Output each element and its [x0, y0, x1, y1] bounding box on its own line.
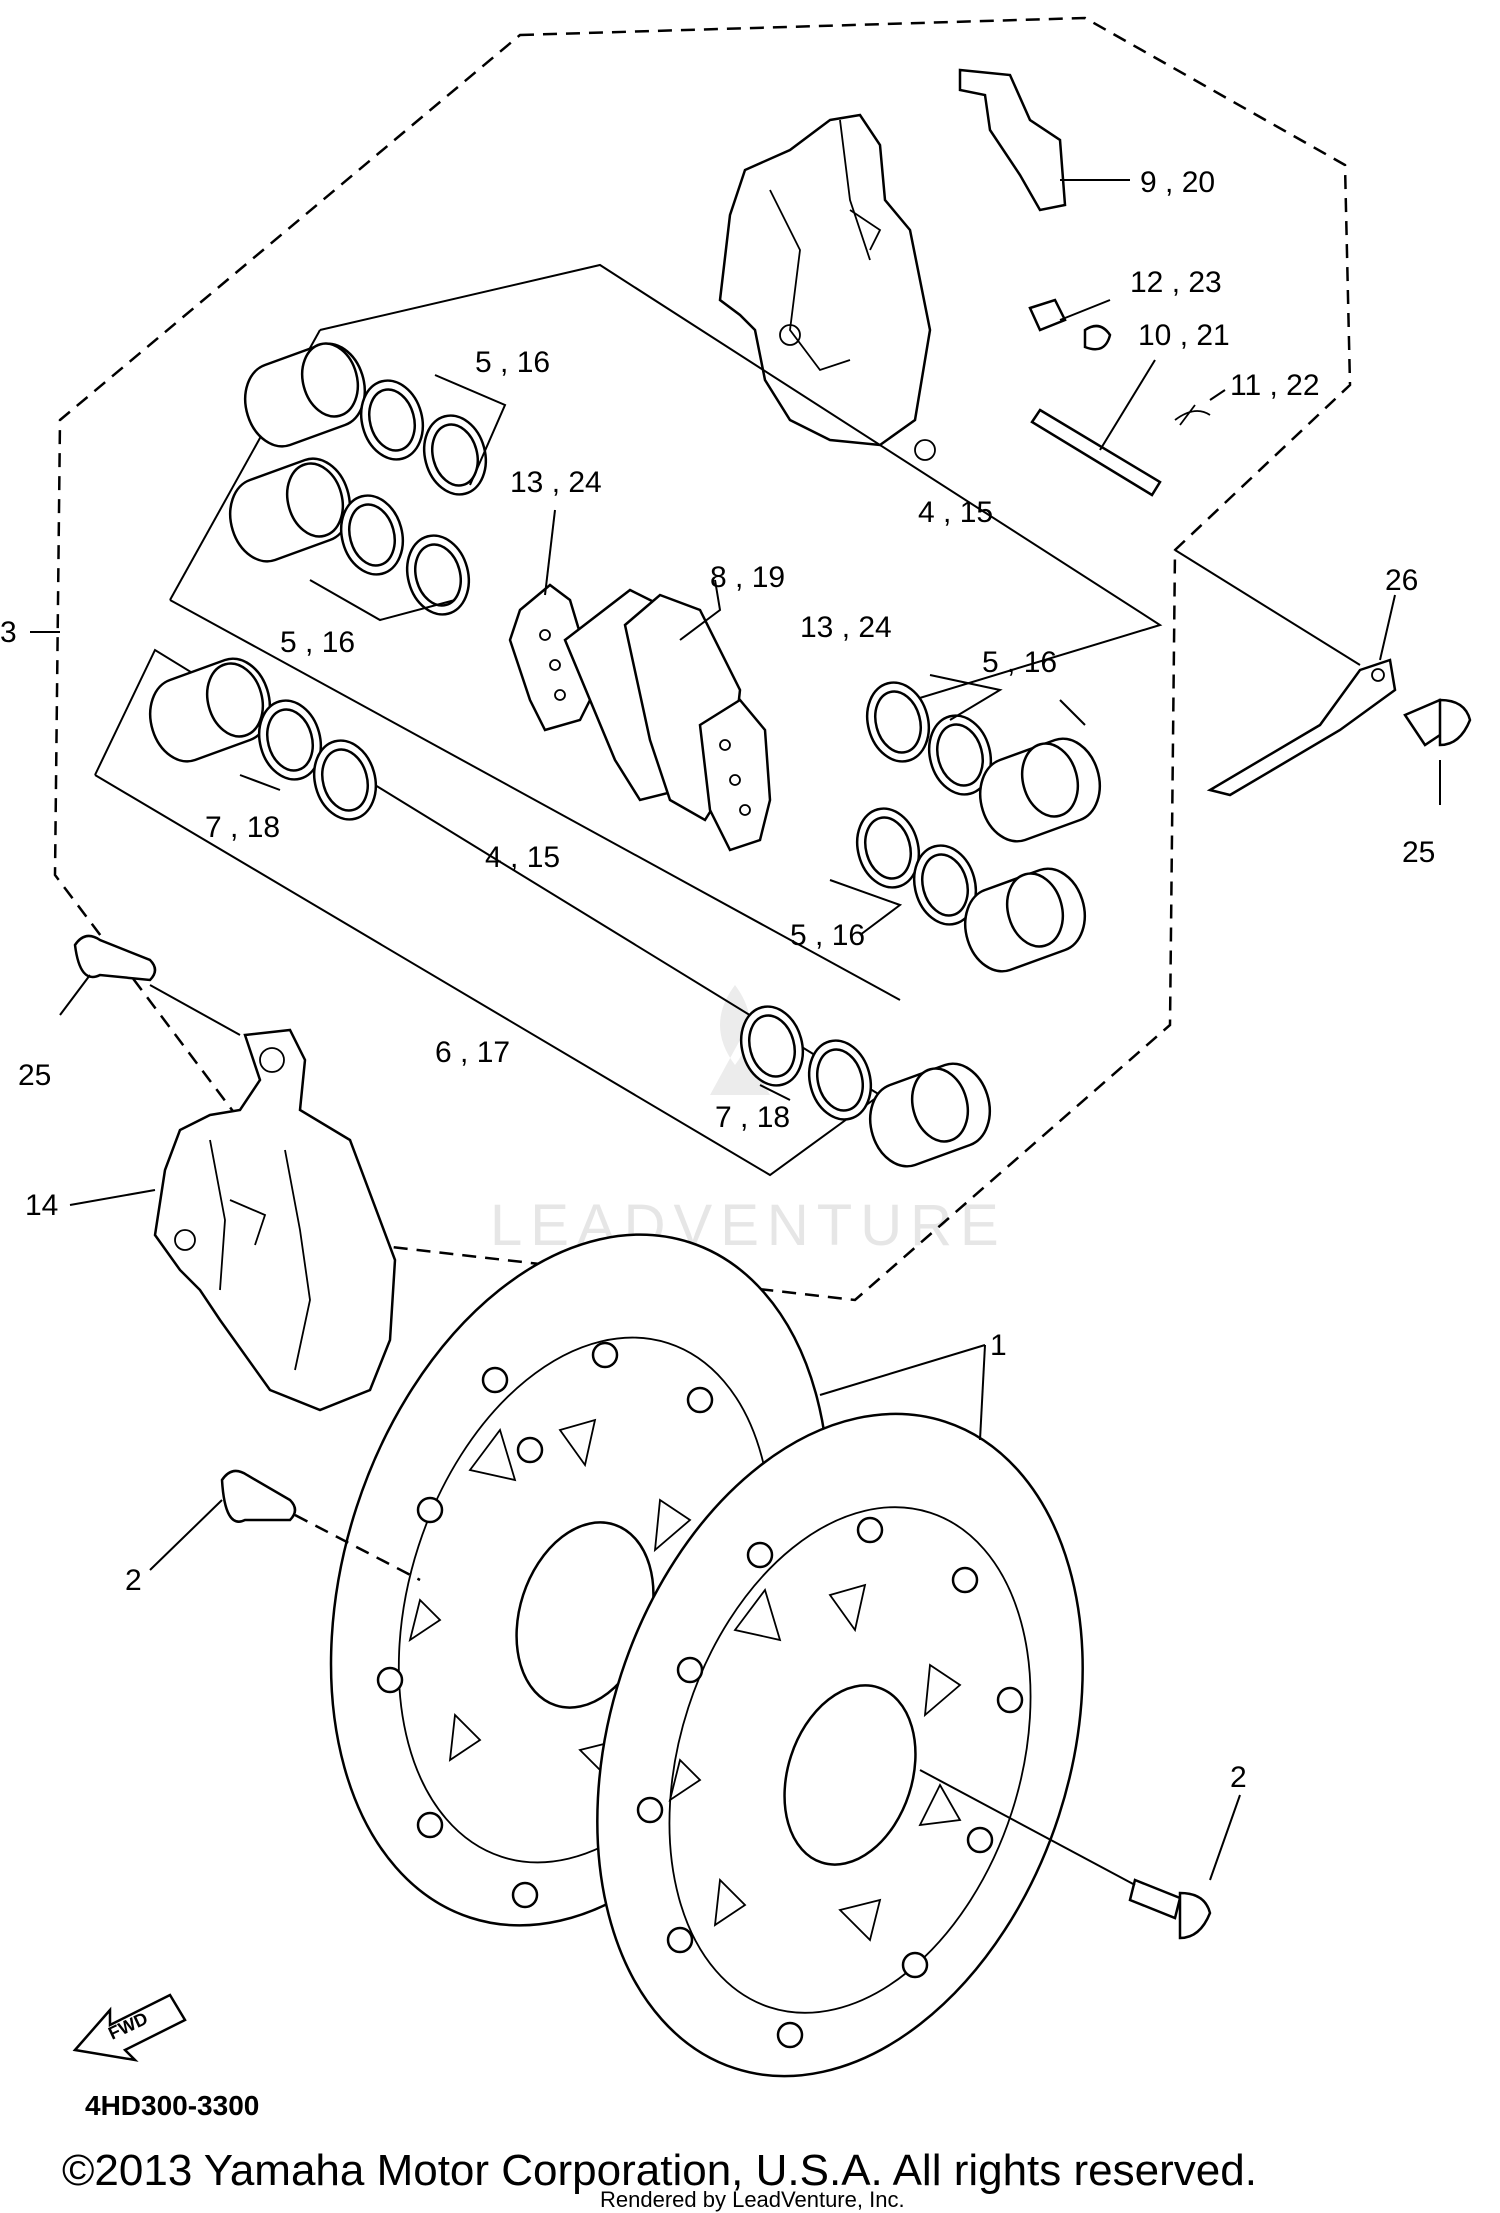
- brake-pads: [508, 579, 772, 852]
- callout-10-21: 10 , 21: [1138, 319, 1230, 352]
- callout-8-19: 8 , 19: [710, 561, 785, 594]
- caliper-assembly-boundary: [53, 16, 1352, 1302]
- brake-caliper-lower: [153, 1028, 397, 1412]
- callout-4-15-b: 4 , 15: [485, 841, 560, 874]
- callout-7-18-b: 7 , 18: [715, 1101, 790, 1134]
- callout-14: 14: [25, 1189, 58, 1222]
- callout-3: 3: [0, 616, 17, 649]
- disc-bolt-left: [220, 1469, 421, 1582]
- brake-caliper-upper: [718, 113, 936, 461]
- callout-25-b: 25: [18, 1059, 51, 1092]
- brake-disc-front: [596, 1412, 1084, 2078]
- disc-holes: [636, 1516, 1024, 2049]
- callout-9-20: 9 , 20: [1140, 166, 1215, 199]
- callout-25-a: 25: [1402, 836, 1435, 869]
- piston-set-upper-left: [149, 342, 507, 821]
- callout-5-16-a: 5 , 16: [475, 346, 550, 379]
- disc-holes: [376, 1341, 714, 1909]
- seal-kit-frames: [94, 263, 1163, 1177]
- callout-12-23: 12 , 23: [1130, 266, 1222, 299]
- callout-13-24-b: 13 , 24: [800, 611, 892, 644]
- copyright-notice: ©2013 Yamaha Motor Corporation, U.S.A. A…: [62, 2146, 1257, 2195]
- disc-bolt-right: [919, 1769, 1212, 1940]
- callout-11-22: 11 , 22: [1230, 369, 1320, 402]
- callout-4-15-a: 4 , 15: [918, 496, 993, 529]
- fwd-arrow: FWD: [72, 1993, 187, 2062]
- callout-5-16-d: 5 , 16: [790, 919, 865, 952]
- callout-labels: 9 , 20 12 , 23 10 , 21 11 , 22 5 , 16 13…: [0, 166, 1435, 1794]
- rendered-by: Rendered by LeadVenture, Inc.: [600, 2187, 905, 2212]
- bleed-screw-cap: [1083, 324, 1112, 351]
- bolt-left: [73, 934, 241, 1036]
- callout-5-16-b: 5 , 16: [280, 626, 355, 659]
- hose-bracket: [1174, 549, 1397, 797]
- callout-26: 26: [1385, 564, 1418, 597]
- callout-7-18-a: 7 , 18: [205, 811, 280, 844]
- piston-set-right: [739, 674, 1101, 1168]
- bolt-right: [1403, 698, 1472, 747]
- callout-5-16-c: 5 , 16: [982, 646, 1057, 679]
- pad-pin-clip: [1174, 404, 1211, 426]
- callout-6-17: 6 , 17: [435, 1036, 510, 1069]
- pad-pin: [1030, 408, 1162, 497]
- diagram-code: 4HD300-3300: [85, 2090, 259, 2121]
- callout-2-b: 2: [1230, 1761, 1247, 1794]
- callout-1: 1: [990, 1329, 1007, 1362]
- leader-lines: [30, 179, 1441, 1881]
- callout-2-a: 2: [125, 1564, 142, 1597]
- pad-spring: [958, 68, 1067, 212]
- callout-13-24-a: 13 , 24: [510, 466, 602, 499]
- bleed-screw: [1028, 298, 1067, 332]
